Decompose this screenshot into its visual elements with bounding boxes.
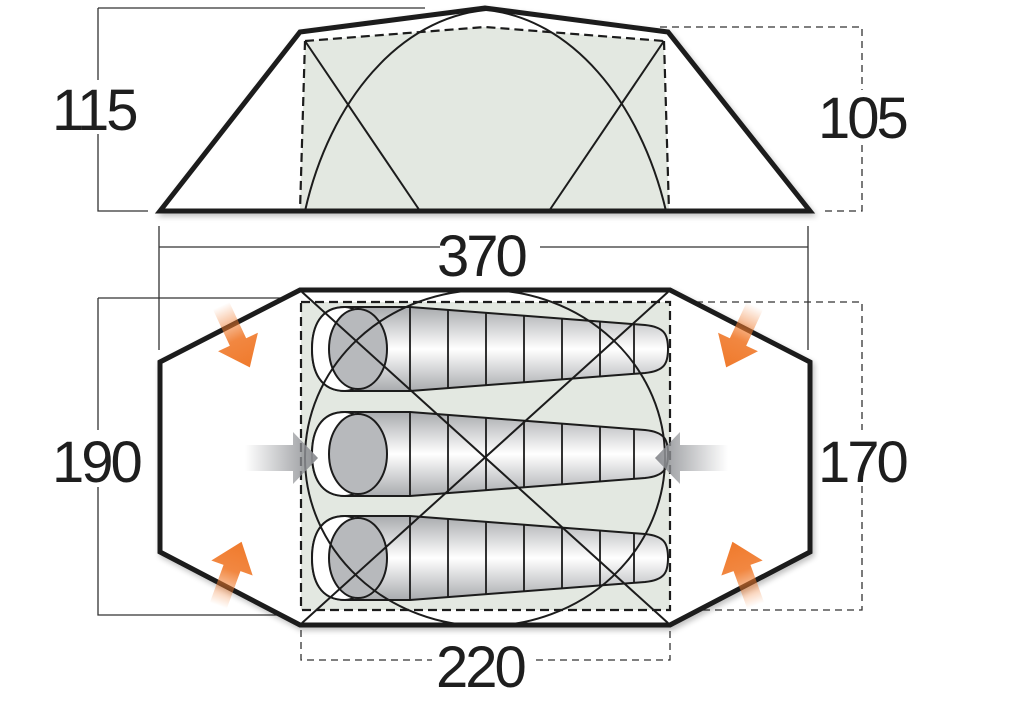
door-arrow-right — [655, 432, 728, 484]
side-elevation-view: 115 105 — [52, 5, 910, 214]
width-dimension-line-left — [97, 297, 300, 616]
height-dimension-line-left — [97, 7, 425, 212]
overall-length-label: 370 — [437, 224, 526, 289]
door-arrow-left — [245, 432, 318, 484]
tent-floor-plan — [157, 287, 813, 628]
overall-length-dimension: 370 — [158, 224, 809, 350]
plan-width-right-label: 170 — [818, 430, 907, 495]
side-height-right-label: 105 — [818, 86, 907, 151]
width-dimension-line-right — [672, 301, 863, 611]
inner-length-label: 220 — [436, 635, 525, 700]
length-dimension-line — [158, 226, 809, 350]
height-dimension-line-right — [660, 26, 863, 212]
floor-plan-view: 190 170 220 — [52, 287, 910, 700]
inner-length-dimension-line — [300, 630, 671, 661]
plan-width-left-label: 190 — [52, 430, 141, 495]
tent-side-silhouette — [154, 5, 816, 214]
side-height-left-label: 115 — [52, 78, 136, 143]
